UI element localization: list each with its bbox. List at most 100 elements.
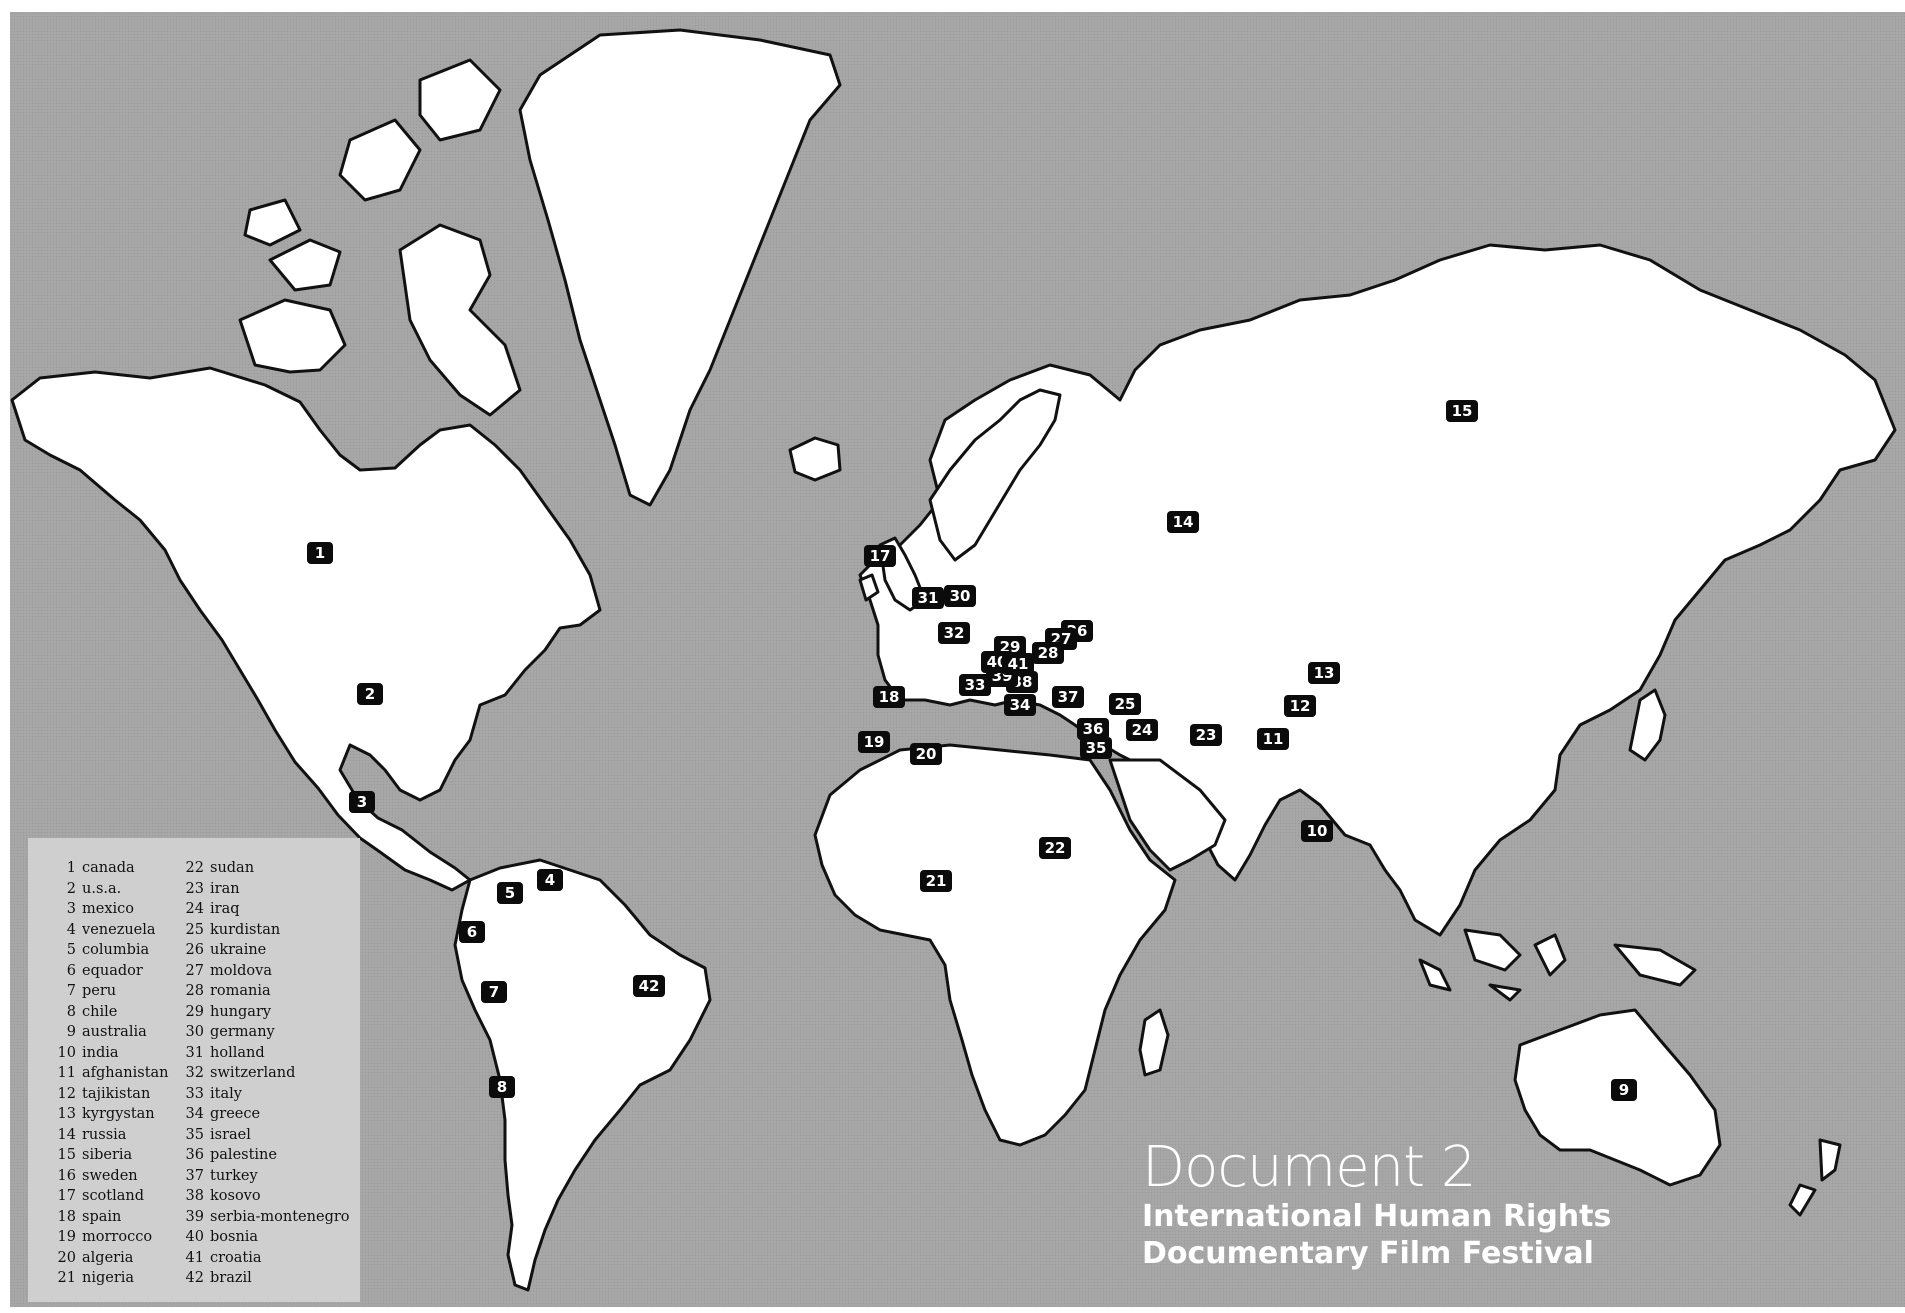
marker-badge: [920, 870, 952, 892]
marker-badge: [912, 587, 944, 609]
legend-number: 16: [57, 1167, 76, 1184]
map-marker-30: 30: [944, 585, 976, 607]
map-marker-12: 12: [1284, 695, 1316, 717]
marker-number: 18: [879, 688, 900, 706]
landmass-madagascar: [1138, 1008, 1170, 1077]
legend-country-name: algeria: [82, 1249, 134, 1266]
legend-number: 38: [185, 1188, 204, 1204]
legend-country-name: u.s.a.: [82, 880, 122, 897]
legend-country-name: siberia: [82, 1147, 133, 1163]
landmass-greenland: [518, 28, 842, 507]
map-marker-41: 41: [1002, 653, 1034, 675]
legend-country-name: holland: [210, 1044, 265, 1061]
marker-badge: [1284, 695, 1316, 717]
marker-number: 32: [944, 624, 965, 642]
legend-country-name: nigeria: [82, 1270, 135, 1286]
legend-country-name: iraq: [210, 901, 240, 917]
marker-badge: [1002, 653, 1034, 675]
legend-country-name: bosnia: [210, 1229, 259, 1245]
legend-number: 15: [57, 1147, 76, 1163]
marker-badge: [1004, 694, 1036, 716]
marker-badge: [1126, 719, 1158, 741]
map-marker-14: 14: [1167, 511, 1199, 533]
legend-number: 24: [185, 901, 204, 917]
legend-number: 40: [185, 1229, 204, 1245]
landmass-southeast-asia-islands: [1418, 928, 1697, 1002]
marker-number: 37: [1058, 688, 1079, 706]
map-marker-15: 15: [1446, 400, 1478, 422]
marker-badge: [1109, 693, 1141, 715]
legend-item: 40 bosnia: [174, 1227, 350, 1248]
map-marker-23: 23: [1190, 724, 1222, 746]
marker-number: 21: [926, 872, 947, 890]
legend-number: 28: [185, 983, 204, 999]
legend-number: 14: [57, 1126, 76, 1143]
map-marker-10: 10: [1301, 820, 1333, 842]
map-marker-2: 2: [357, 683, 383, 705]
marker-badge: [459, 921, 485, 943]
landmass-arabia: [1108, 758, 1227, 872]
map-marker-4: 4: [537, 869, 563, 891]
map-marker-36: 36: [1077, 718, 1109, 740]
marker-badge: [864, 545, 896, 567]
marker-number: 33: [965, 676, 986, 694]
legend-country-name: moldova: [210, 962, 272, 979]
legend-number: 18: [57, 1208, 76, 1225]
marker-badge: [1257, 728, 1289, 750]
map-marker-17: 17: [864, 545, 896, 567]
legend-item: 18 spain: [46, 1207, 169, 1228]
marker-badge: [1611, 1079, 1637, 1101]
marker-badge: [537, 869, 563, 891]
legend-country-name: spain: [82, 1208, 122, 1225]
map-marker-31: 31: [912, 587, 944, 609]
marker-badge: [633, 975, 665, 997]
legend-item: 16 sweden: [46, 1166, 169, 1187]
legend-number: 26: [185, 942, 204, 958]
map-marker-32: 32: [938, 622, 970, 644]
legend-number: 22: [185, 860, 204, 876]
marker-badge: [1080, 737, 1112, 759]
map-marker-8: 8: [489, 1076, 515, 1098]
legend-country-name: sweden: [82, 1167, 138, 1184]
legend-country-name: switzerland: [210, 1065, 296, 1081]
document-title: Document 2: [1142, 1135, 1477, 1200]
marker-badge: [1446, 400, 1478, 422]
marker-number: 5: [505, 884, 515, 902]
legend-number: 7: [66, 983, 76, 999]
map-marker-35: 35: [1080, 737, 1112, 759]
map-marker-7: 7: [481, 981, 507, 1003]
marker-badge: [1190, 724, 1222, 746]
marker-badge: [349, 791, 375, 813]
legend-country-name: serbia-montenegro: [210, 1208, 350, 1225]
marker-number: 17: [870, 547, 891, 565]
legend-country-name: australia: [82, 1024, 147, 1040]
legend-number: 19: [57, 1229, 76, 1245]
marker-number: 24: [1132, 721, 1153, 739]
landmass-africa: [813, 743, 1177, 1147]
marker-badge: [1077, 718, 1109, 740]
marker-badge: [307, 542, 333, 564]
marker-number: 23: [1196, 726, 1217, 744]
marker-badge: [1167, 511, 1199, 533]
map-marker-3: 3: [349, 791, 375, 813]
legend-country-name: kosovo: [210, 1188, 261, 1204]
marker-number: 25: [1115, 695, 1136, 713]
marker-number: 36: [1083, 720, 1104, 738]
legend-country-name: mexico: [82, 901, 134, 917]
map-marker-13: 13: [1308, 662, 1340, 684]
